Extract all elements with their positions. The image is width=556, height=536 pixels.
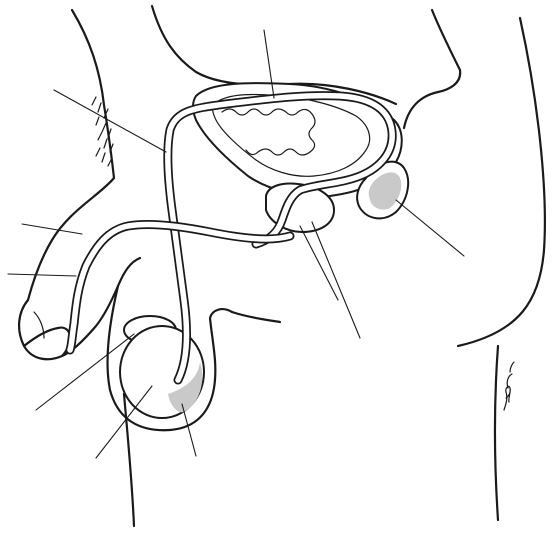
leader-line-penis xyxy=(22,224,82,234)
leader-line-scrotum xyxy=(182,404,196,456)
pubic-hair xyxy=(92,97,113,166)
leader-line-ejaculatory-duct xyxy=(300,226,338,300)
abdomen-contour xyxy=(28,10,114,300)
leader-line-seminal-vesicle xyxy=(396,200,464,256)
leader-line-urethra xyxy=(8,274,76,276)
anterior-thigh xyxy=(124,394,134,526)
leader-line-prostate xyxy=(312,222,360,338)
testis-group xyxy=(120,316,204,418)
perineum-contour xyxy=(232,312,280,322)
artist-signature xyxy=(504,362,514,410)
sacral-contour xyxy=(404,10,460,128)
buttock-contour xyxy=(458,18,545,346)
glans-outline xyxy=(24,328,70,356)
posterior-thigh xyxy=(495,346,498,520)
